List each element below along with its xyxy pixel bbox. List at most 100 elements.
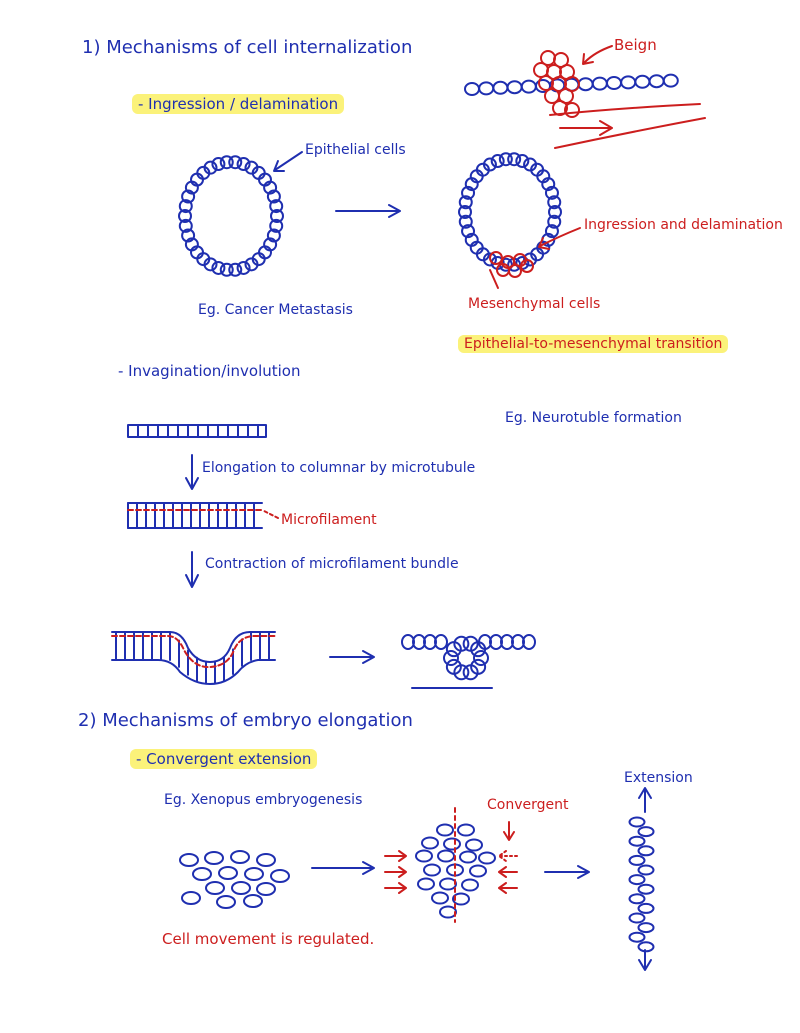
cell	[423, 863, 441, 877]
cell	[457, 823, 475, 837]
cell	[478, 851, 496, 865]
convergent-extension-heading-text: - Convergent extension	[130, 749, 318, 769]
epithelial-pointer-arrow-icon	[273, 151, 303, 172]
cell	[606, 76, 622, 90]
cell	[461, 224, 476, 239]
neural-tube-cells	[443, 635, 489, 681]
cell	[211, 260, 226, 275]
cell	[458, 195, 473, 210]
cell	[256, 853, 276, 867]
tube-cell	[462, 664, 479, 681]
cell	[439, 905, 457, 919]
cell	[628, 854, 646, 866]
cell	[662, 73, 679, 88]
cancer-metastasis-example: Eg. Cancer Metastasis	[198, 302, 353, 318]
cell	[421, 836, 439, 850]
cell	[628, 874, 646, 886]
microfilament-label: Microfilament	[281, 512, 377, 528]
cell	[184, 237, 199, 252]
cell	[181, 891, 201, 905]
benign-epithelial-row	[464, 73, 679, 96]
cell	[541, 177, 556, 192]
epithelial-ring-left	[178, 155, 284, 277]
cell	[178, 209, 192, 223]
convergence-arrows	[384, 821, 518, 894]
invaginating-sheet	[111, 631, 276, 685]
cell	[236, 260, 251, 275]
cell	[515, 154, 530, 169]
cell	[218, 866, 238, 880]
cell	[211, 157, 226, 172]
cell	[637, 902, 655, 914]
cell	[437, 849, 455, 863]
cell	[192, 867, 212, 881]
ingression-delamination-label: Ingression and delamination	[584, 217, 783, 233]
epithelial-cells-label: Epithelial cells	[305, 142, 406, 158]
cell	[498, 152, 513, 167]
cell	[482, 157, 497, 172]
cell	[637, 864, 655, 876]
cells-extended	[628, 816, 655, 953]
cell	[269, 218, 284, 233]
cell	[506, 80, 523, 95]
folded-microfilament-line	[111, 635, 276, 669]
cell	[256, 882, 276, 896]
cell	[628, 835, 646, 847]
sheet-top	[111, 631, 276, 663]
cell	[458, 214, 473, 229]
cell	[634, 74, 651, 89]
benign-cell	[564, 102, 580, 118]
cell	[544, 224, 559, 239]
convergent-label: Convergent	[487, 797, 569, 813]
cell	[478, 81, 495, 96]
benign-label: Beign	[614, 36, 657, 54]
cell	[270, 209, 284, 223]
cell	[178, 199, 193, 214]
epithelial-ring-right	[458, 152, 562, 272]
cell	[452, 892, 470, 906]
cell	[628, 931, 646, 943]
benign-red-cell-cluster	[533, 50, 580, 118]
step1-elongation-label: Elongation to columnar by microtubule	[202, 460, 476, 476]
cell	[628, 893, 646, 905]
extension-down-arrow-icon	[638, 949, 652, 971]
cell	[461, 878, 479, 892]
cell	[637, 883, 655, 895]
cell	[181, 228, 196, 243]
cell	[469, 864, 487, 878]
cell	[637, 922, 655, 934]
cell	[231, 881, 251, 895]
cell	[637, 941, 655, 953]
benign-pointer-arrow-icon	[582, 45, 613, 65]
cells-converging	[415, 823, 496, 919]
cell	[439, 877, 457, 891]
cell	[236, 157, 251, 172]
cell	[266, 189, 281, 204]
step2-down-arrow-icon	[185, 551, 199, 588]
cell	[263, 180, 278, 195]
cell-movement-note: Cell movement is regulated.	[162, 930, 375, 948]
cell	[465, 838, 483, 852]
xenopus-example: Eg. Xenopus embryogenesis	[164, 792, 363, 808]
cell	[230, 850, 250, 864]
cell	[216, 895, 236, 909]
mesenchymal-cell	[489, 251, 503, 265]
mesenchymal-cell	[508, 264, 522, 278]
extension-label: Extension	[624, 770, 693, 786]
cell	[244, 867, 264, 881]
tube-cell	[473, 650, 489, 666]
section1-title: 1) Mechanisms of cell internalization	[82, 37, 413, 58]
extension-up-arrow-icon	[638, 787, 652, 813]
emt-label-text: Epithelial-to-mesenchymal transition	[458, 335, 729, 353]
cell	[648, 74, 665, 89]
cell	[547, 195, 562, 210]
cell	[547, 214, 562, 229]
benign-basement-line-2	[554, 117, 706, 149]
mesenchymal-cells-label: Mesenchymal cells	[468, 296, 601, 312]
neurotube-example: Eg. Neurotuble formation	[505, 410, 682, 426]
cell	[228, 155, 243, 170]
cell	[228, 262, 243, 277]
cell	[179, 853, 199, 867]
mesenchymal-red-cells	[489, 251, 534, 278]
flat-epithelial-sheet	[127, 424, 267, 438]
